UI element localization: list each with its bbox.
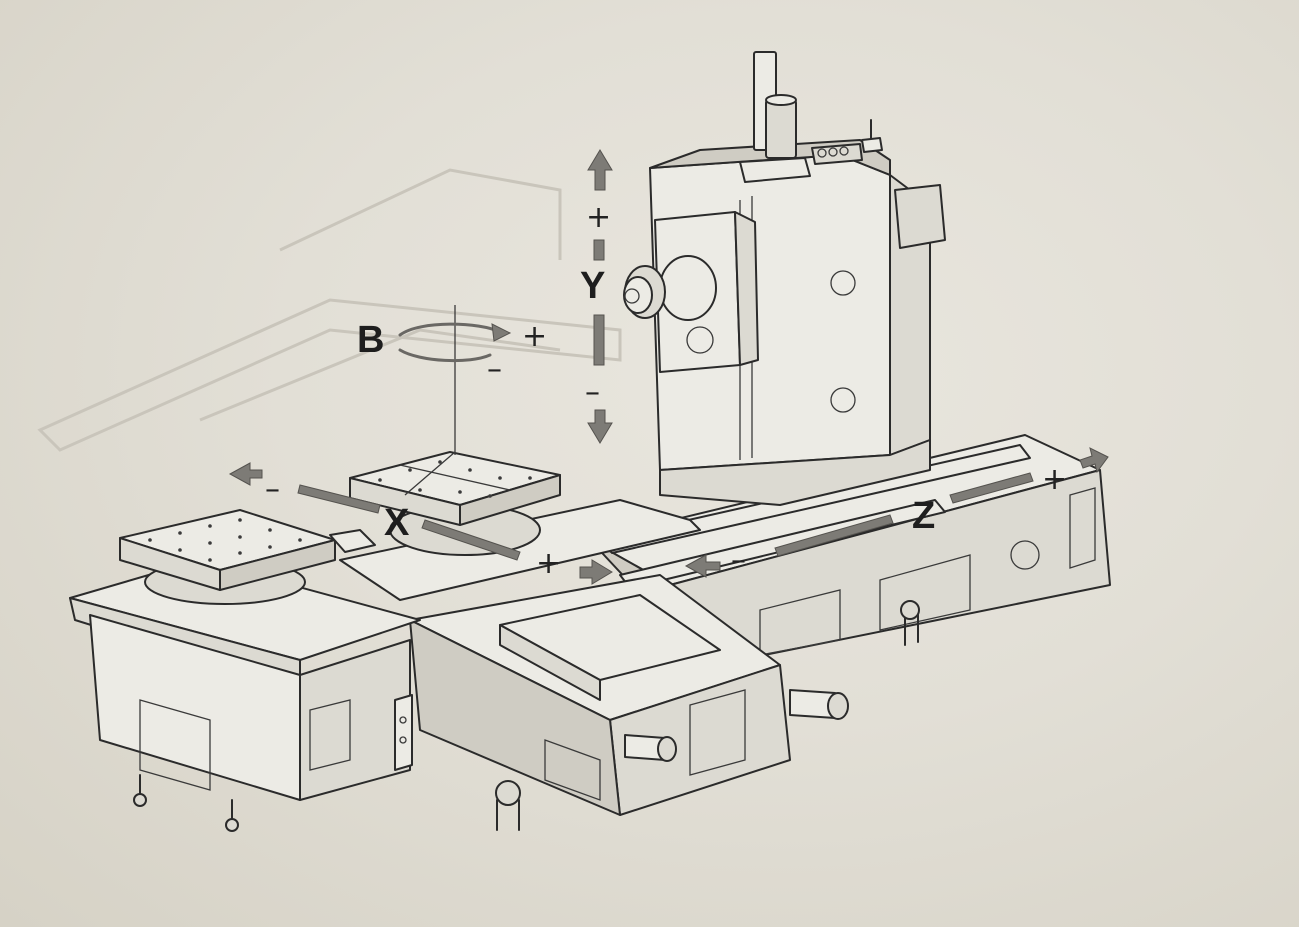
- spindle-head: [623, 211, 759, 373]
- y-axis-label: Y: [580, 265, 606, 307]
- b-axis-rotation-arrow: [398, 322, 512, 363]
- y-axis-arrow: [587, 149, 613, 444]
- background-show-through: [37, 168, 622, 452]
- y-minus-sign: –: [585, 375, 600, 410]
- x-plus-sign: +: [536, 546, 562, 581]
- x-minus-sign: –: [265, 472, 280, 507]
- z-minus-sign: –: [731, 543, 746, 578]
- rotary-table-b: [349, 305, 561, 556]
- x-axis-label: X: [384, 502, 410, 544]
- z-axis-arrow: [684, 447, 1109, 578]
- b-axis-label: B: [357, 319, 385, 361]
- b-minus-sign: –: [487, 352, 502, 387]
- x-axis-arrow: [228, 462, 613, 585]
- z-axis-label: Z: [912, 495, 936, 537]
- pallet-changer: [69, 509, 421, 832]
- z-plus-sign: +: [1042, 462, 1068, 497]
- cylinder-front: [624, 734, 677, 762]
- y-plus-sign: +: [586, 200, 612, 235]
- b-plus-sign: +: [522, 319, 548, 354]
- x-bed: [339, 499, 849, 831]
- top-motors: [739, 51, 883, 183]
- cylinder-right: [789, 689, 849, 720]
